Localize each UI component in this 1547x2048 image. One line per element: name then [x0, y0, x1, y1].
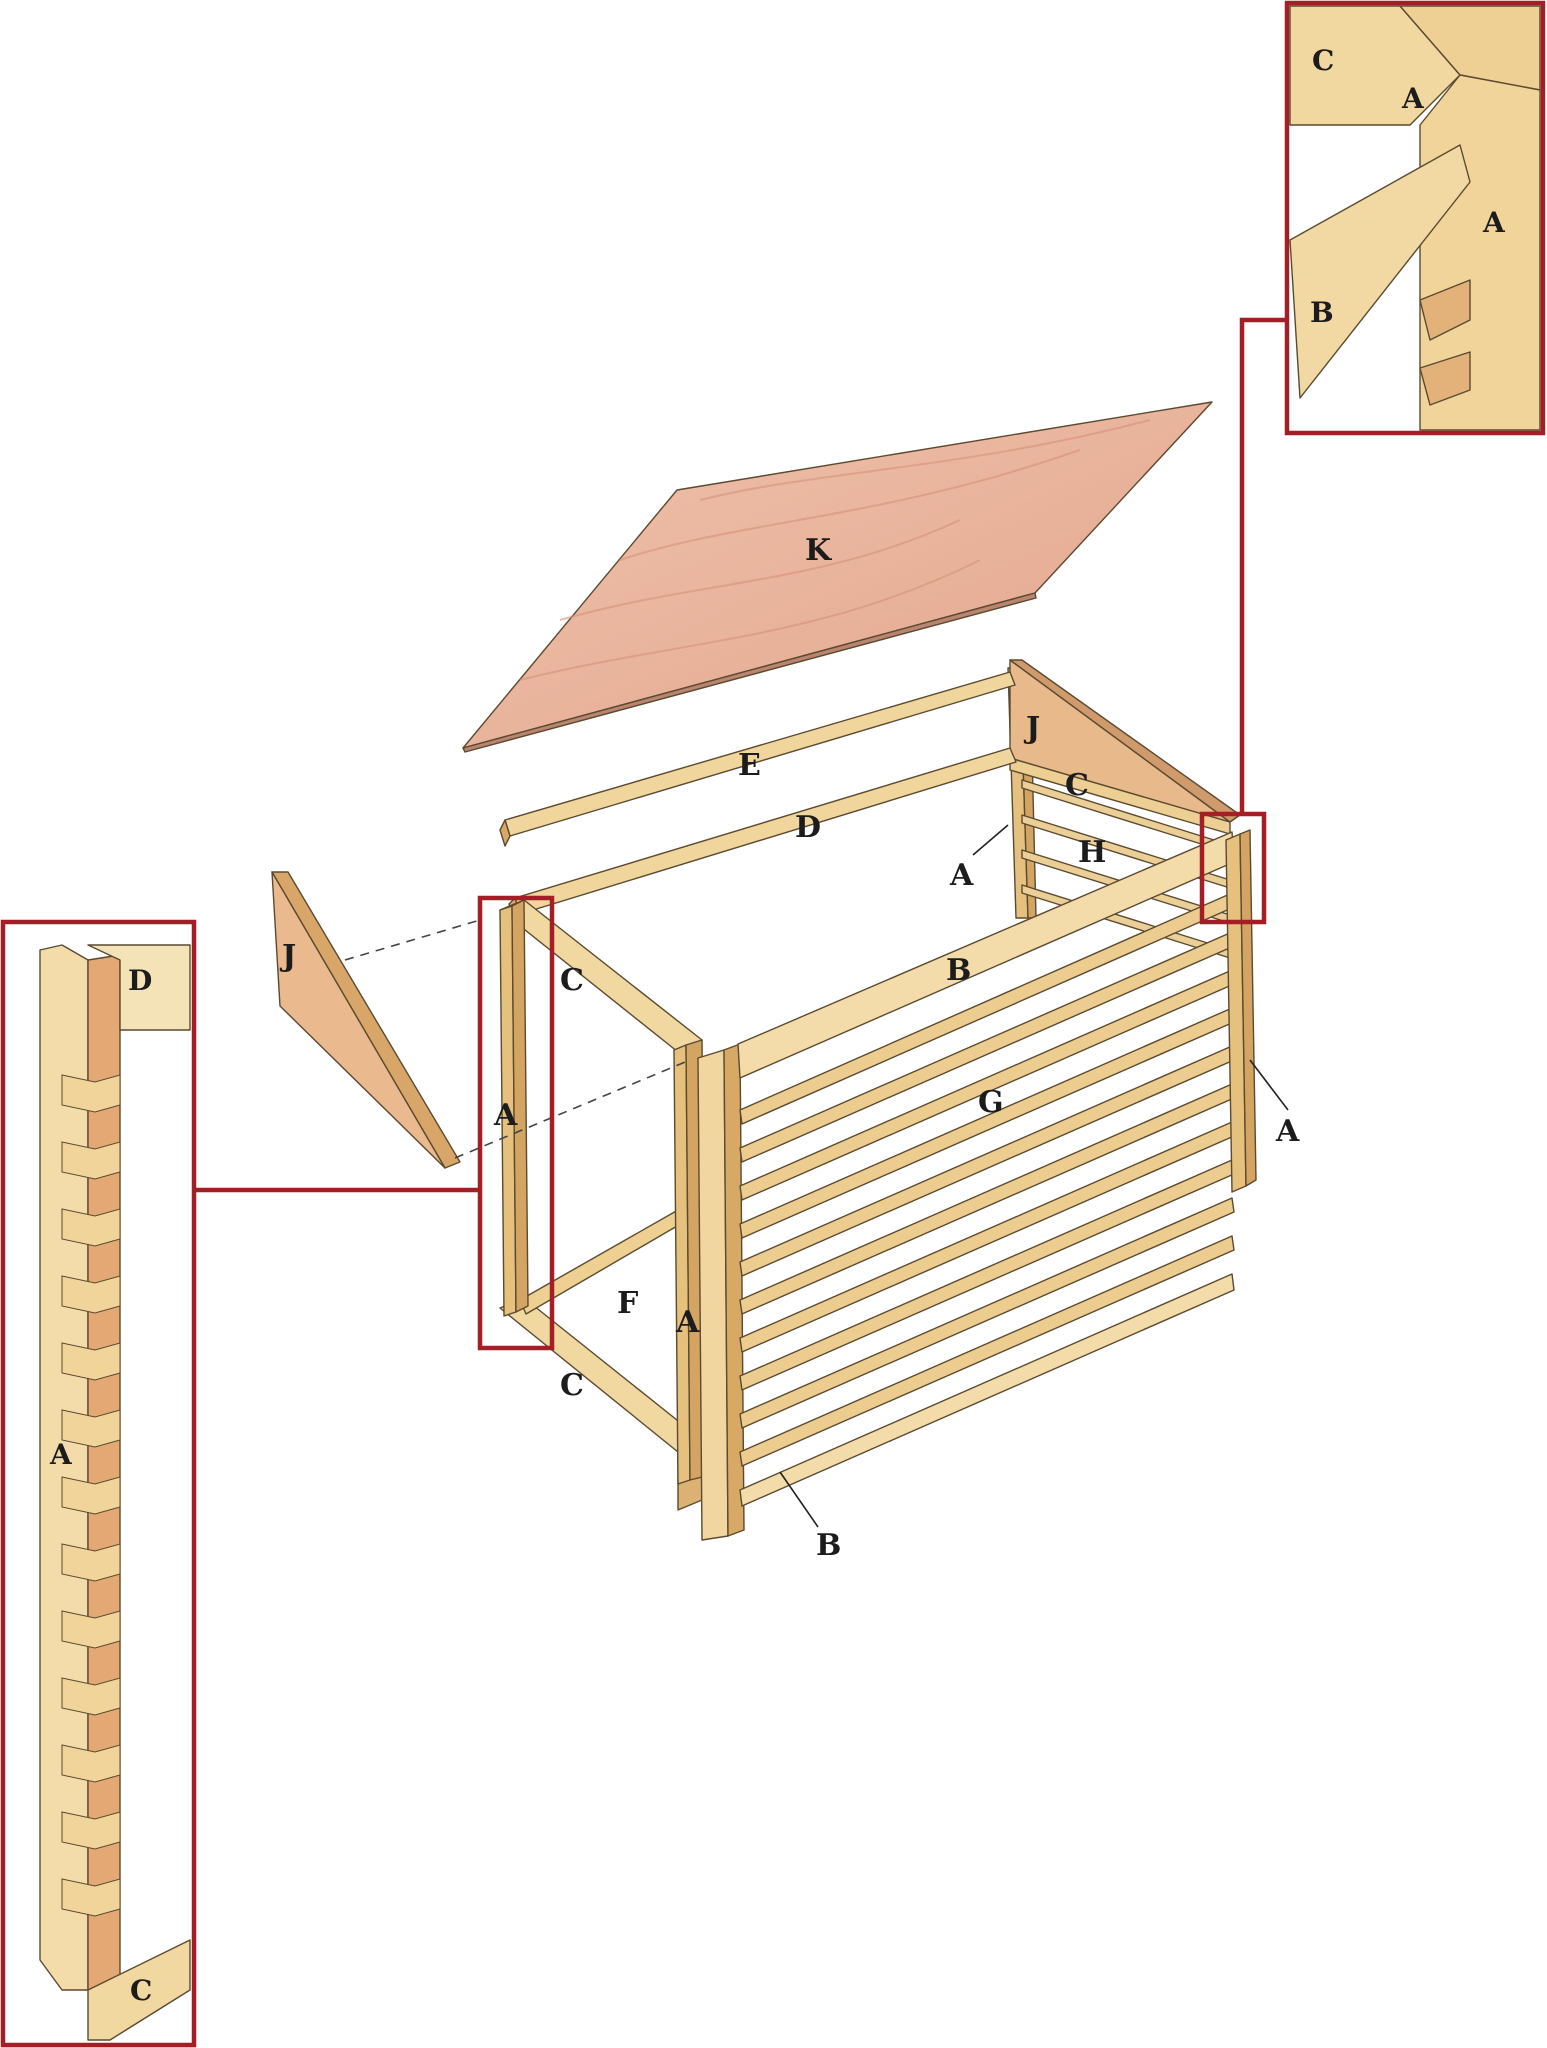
long-top-rail-d	[508, 747, 1017, 921]
detail-left-label-d: D	[128, 964, 152, 997]
detail-left-label-a: A	[49, 1438, 73, 1471]
gable-j-left	[271, 871, 461, 1169]
lid-panel-k	[462, 401, 1213, 753]
leader-lines	[779, 824, 1289, 1528]
label-c-left-top: C	[560, 963, 584, 998]
label-f: F	[617, 1286, 638, 1321]
front-corner-post-a	[697, 1043, 745, 1541]
label-b-bottom: B	[816, 1528, 841, 1563]
notch	[61, 1878, 121, 1917]
detail-top-label-b: B	[1310, 296, 1334, 329]
detail-left-post: D A C	[0, 919, 197, 2048]
front-slats-g	[739, 892, 1235, 1467]
label-a-left-post: A	[493, 1098, 518, 1133]
left-top-rail-c	[499, 899, 703, 1053]
floor-rail-f	[519, 1209, 685, 1315]
detail-top-label-a1: A	[1401, 82, 1425, 115]
label-e-ridge: E	[738, 748, 761, 783]
left-bottom-rail-c	[499, 1297, 703, 1511]
front-right-post-a	[1225, 829, 1257, 1193]
notch	[61, 1342, 121, 1381]
notch	[61, 1409, 121, 1448]
notch	[61, 1543, 121, 1582]
label-b-top: B	[946, 953, 971, 988]
detail-top-corner: C A A B	[1284, 0, 1546, 436]
label-c-back: C	[1065, 768, 1089, 803]
callout-marker-left-post	[477, 895, 555, 1351]
label-a-front: A	[675, 1305, 700, 1340]
label-h: H	[1078, 835, 1106, 870]
label-a-right: A	[1275, 1114, 1300, 1149]
notch	[61, 1275, 121, 1314]
label-c-left-bottom: C	[560, 1368, 584, 1403]
notch	[61, 1141, 121, 1180]
detail-top-corner-frame	[1284, 0, 1546, 436]
callout-connector-right	[1239, 317, 1287, 814]
label-a-back: A	[949, 858, 974, 893]
label-j-back: J	[1023, 711, 1040, 746]
label-j-left: J	[279, 939, 296, 974]
notch	[61, 1744, 121, 1783]
alignment-lines	[344, 919, 691, 1159]
detail-left-post-frame	[0, 919, 197, 2048]
notch	[61, 1610, 121, 1649]
notch	[61, 1208, 121, 1247]
label-d-rail: D	[795, 810, 821, 845]
detail-top-label-a2: A	[1482, 206, 1506, 239]
notch	[61, 1811, 121, 1850]
callout-marker-top-corner	[1199, 811, 1267, 925]
notch	[61, 1074, 121, 1113]
left-back-post-a	[499, 899, 529, 1317]
detail-left-label-c: C	[130, 1974, 152, 2007]
detail-top-label-c: C	[1312, 44, 1334, 77]
notch	[61, 1677, 121, 1716]
notch	[61, 1476, 121, 1515]
label-k: K	[805, 533, 832, 568]
label-g: G	[978, 1085, 1004, 1120]
front-bottom-rail-b	[739, 1273, 1235, 1507]
ridge-rail-e	[499, 671, 1016, 847]
